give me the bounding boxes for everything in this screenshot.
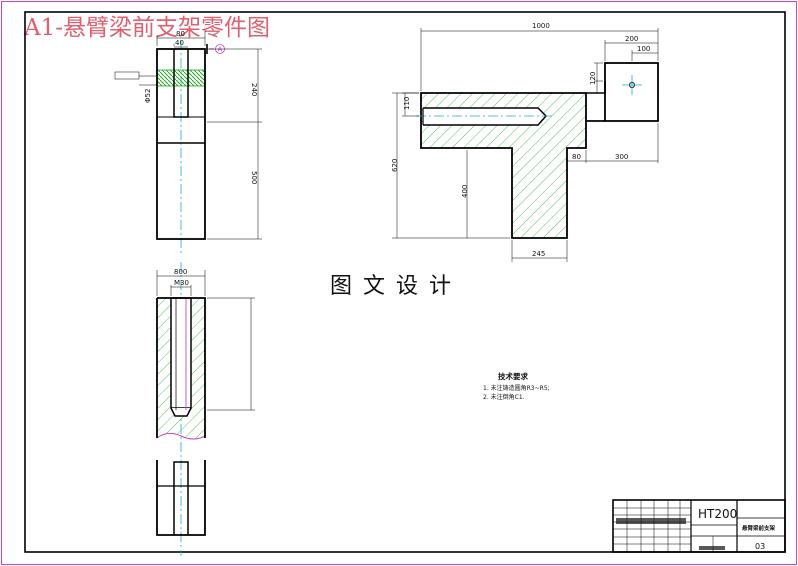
svg-text:A: A [218, 46, 223, 54]
drawing-title: A1-悬臂梁前支架零件图 [24, 15, 271, 41]
dim-total: 1000 [532, 22, 550, 30]
side-view: 1000 200 100 120 110 620 400 80 300 [391, 22, 659, 262]
technical-notes: 技术要求 1. 未注铸造圆角R3~R5; 2. 未注倒角C1. [483, 371, 550, 401]
t-body [420, 92, 587, 239]
dim-bottom-width: 800 [174, 268, 187, 276]
dim-thread: M30 [174, 279, 189, 287]
dim-100: 100 [637, 45, 650, 53]
dim-upper: 240 [250, 83, 258, 96]
thread-band [156, 69, 206, 87]
notes-line-1: 1. 未注铸造圆角R3~R5; [483, 384, 550, 392]
dim-slot: 40 [175, 39, 184, 47]
watermark-text: 图文设计 [330, 274, 463, 299]
part-name: 悬臂梁前支架 [741, 524, 776, 532]
surface-finish-box [114, 71, 140, 80]
material-label: HT200 [698, 507, 737, 521]
dim-200: 200 [625, 35, 638, 43]
dim-245: 245 [532, 250, 545, 258]
drawing-number: 03 [755, 542, 765, 551]
title-block-small-print [616, 518, 686, 524]
dim-620: 620 [391, 159, 399, 172]
section-view: 800 M30 [156, 262, 255, 556]
notes-line-2: 2. 未注倒角C1. [483, 393, 525, 401]
notes-heading: 技术要求 [498, 371, 528, 381]
dim-80: 80 [572, 153, 581, 161]
inner-border [24, 11, 786, 553]
dim-400: 400 [461, 185, 469, 198]
dim-lower: 500 [250, 171, 258, 184]
dim-120: 120 [589, 72, 597, 85]
title-block: HT200 悬臂梁前支架 03 [612, 499, 786, 553]
dim-300: 300 [615, 153, 628, 161]
bore-label: Φ52 [144, 89, 152, 103]
dim-width: 80 [176, 30, 185, 38]
dim-110: 110 [403, 97, 411, 110]
title-block-small-print-2 [699, 546, 725, 550]
front-view: 80 40 A Φ52 240 500 [114, 30, 262, 254]
